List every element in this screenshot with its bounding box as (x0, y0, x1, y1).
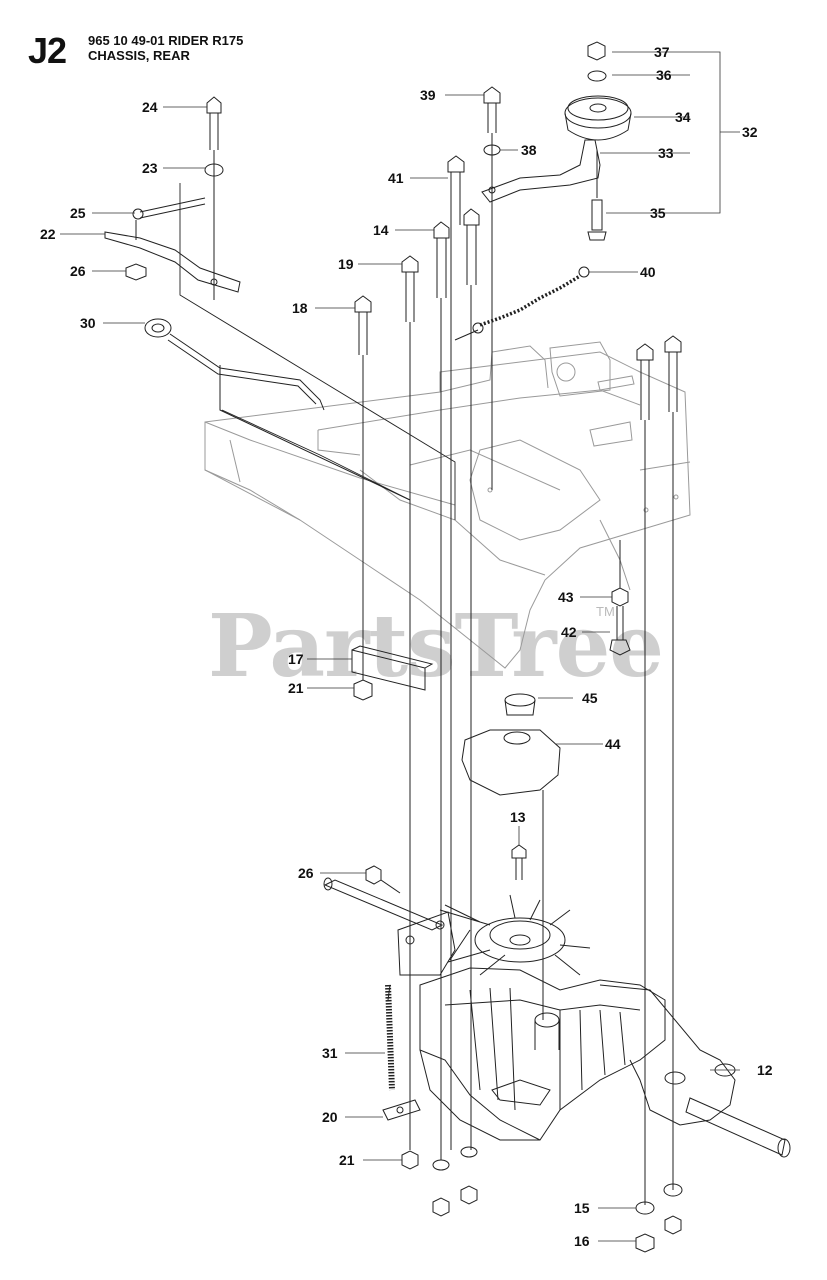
callout-12: 12 (757, 1062, 773, 1078)
watermark-trademark: TM (596, 604, 615, 619)
callout-42: 42 (561, 624, 577, 640)
callout-26-upper: 26 (70, 263, 86, 279)
callout-14: 14 (373, 222, 389, 238)
callout-23: 23 (142, 160, 158, 176)
callout-32: 32 (742, 124, 758, 140)
section-code: J2 (28, 30, 67, 71)
callout-40: 40 (640, 264, 656, 280)
callout-13: 13 (510, 809, 526, 825)
leader-lines (60, 51, 740, 1242)
callout-34: 34 (675, 109, 691, 125)
callout-17: 17 (288, 651, 304, 667)
callout-36: 36 (656, 67, 672, 83)
callout-30: 30 (80, 315, 96, 331)
callout-24: 24 (142, 99, 158, 115)
callout-35: 35 (650, 205, 666, 221)
callout-18: 18 (292, 300, 308, 316)
callout-33: 33 (658, 145, 674, 161)
callout-38: 38 (521, 142, 537, 158)
callout-31: 31 (322, 1045, 338, 1061)
callout-19: 19 (338, 256, 354, 272)
callout-43: 43 (558, 589, 574, 605)
callout-41: 41 (388, 170, 404, 186)
callout-21-upper: 21 (288, 680, 304, 696)
callout-44: 44 (605, 736, 621, 752)
model-line: 965 10 49-01 RIDER R175 (88, 33, 244, 48)
callout-39: 39 (420, 87, 436, 103)
small-parts (104, 41, 683, 1253)
callout-37: 37 (654, 44, 670, 60)
callout-21-lower: 21 (339, 1152, 355, 1168)
callout-16: 16 (574, 1233, 590, 1249)
callout-20: 20 (322, 1109, 338, 1125)
callout-22: 22 (40, 226, 56, 242)
callout-25: 25 (70, 205, 86, 221)
long-bolts (354, 86, 682, 1205)
callout-15: 15 (574, 1200, 590, 1216)
callout-26-lower: 26 (298, 865, 314, 881)
section-title: CHASSIS, REAR (88, 48, 190, 63)
transaxle-assembly (323, 877, 791, 1158)
callout-45: 45 (582, 690, 598, 706)
callout-numbers: 37 36 34 32 33 35 39 38 41 24 23 25 22 2… (40, 44, 773, 1249)
